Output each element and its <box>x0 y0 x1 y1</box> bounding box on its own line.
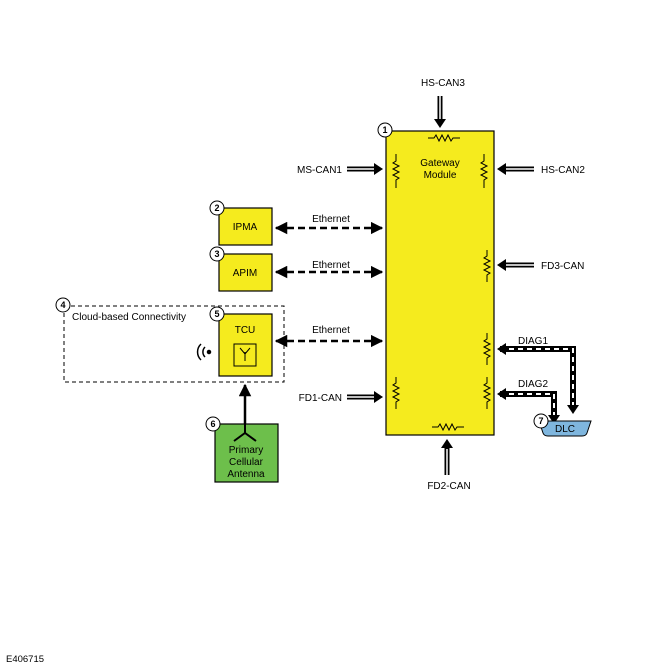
resistor-icon <box>482 377 492 409</box>
fd1-can-label: FD1-CAN <box>299 393 342 404</box>
resistor-icon <box>391 377 401 409</box>
antenna-icon <box>233 343 257 367</box>
figure-id: E406715 <box>6 654 44 665</box>
bus-fd2-can <box>441 439 453 475</box>
callout-badge-3: 3 <box>209 246 225 262</box>
bus-fd3-can <box>497 259 534 271</box>
gateway-label-line1: Gateway <box>420 158 459 169</box>
ipma-label: IPMA <box>233 222 258 233</box>
ipma-module-box <box>218 207 273 246</box>
svg-text:2: 2 <box>214 203 219 213</box>
tcu-module-box <box>218 313 273 377</box>
ethernet-label-apim: Ethernet <box>312 260 350 271</box>
svg-text:1: 1 <box>382 125 387 135</box>
bus-hs-can3 <box>434 96 446 128</box>
callout-badge-2: 2 <box>209 200 225 216</box>
resistor-icon <box>482 333 492 365</box>
antenna-label-line1: Primary <box>229 445 263 456</box>
diag2-label: DIAG2 <box>518 379 548 390</box>
antenna-label-line2: Cellular <box>229 457 264 468</box>
resistor-icon <box>432 422 464 432</box>
resistor-icon <box>391 154 401 188</box>
dlc-connector <box>538 420 592 437</box>
svg-text:7: 7 <box>538 416 543 426</box>
callout-badge-4: 4 <box>55 297 71 313</box>
fd2-can-label: FD2-CAN <box>427 481 470 492</box>
apim-label: APIM <box>233 268 257 279</box>
bus-fd1-can <box>347 391 383 403</box>
resistor-icon <box>428 133 460 143</box>
svg-text:6: 6 <box>210 419 215 429</box>
ethernet-label-ipma: Ethernet <box>312 214 350 225</box>
gateway-label-line2: Module <box>424 170 457 181</box>
ms-can1-label: MS-CAN1 <box>297 165 342 176</box>
dlc-label: DLC <box>555 424 575 435</box>
cloud-connectivity-box <box>63 305 285 383</box>
bus-hs-can2 <box>497 163 534 175</box>
hs-can2-label: HS-CAN2 <box>541 165 585 176</box>
callout-badge-6: 6 <box>205 416 221 432</box>
resistor-icon <box>479 154 489 188</box>
svg-text:3: 3 <box>214 249 219 259</box>
bus-diag2 <box>497 388 560 424</box>
hs-can3-label: HS-CAN3 <box>421 78 465 89</box>
resistor-icon <box>482 250 492 282</box>
bus-diag1 <box>497 343 579 414</box>
ethernet-label-tcu: Ethernet <box>312 325 350 336</box>
antenna-label-line3: Antenna <box>227 469 265 480</box>
wireless-signal-icon <box>196 343 212 361</box>
svg-text:5: 5 <box>214 309 219 319</box>
tcu-label: TCU <box>235 325 256 336</box>
fd3-can-label: FD3-CAN <box>541 261 584 272</box>
callout-badge-5: 5 <box>209 306 225 322</box>
bus-ms-can1 <box>347 163 383 175</box>
gateway-module-box <box>385 130 495 436</box>
callout-badge-1: 1 <box>377 122 393 138</box>
callout-badge-7: 7 <box>533 413 549 429</box>
cloud-connectivity-label: Cloud-based Connectivity <box>72 312 186 323</box>
apim-module-box <box>218 253 273 292</box>
svg-text:4: 4 <box>60 300 65 310</box>
diag1-label: DIAG1 <box>518 336 548 347</box>
